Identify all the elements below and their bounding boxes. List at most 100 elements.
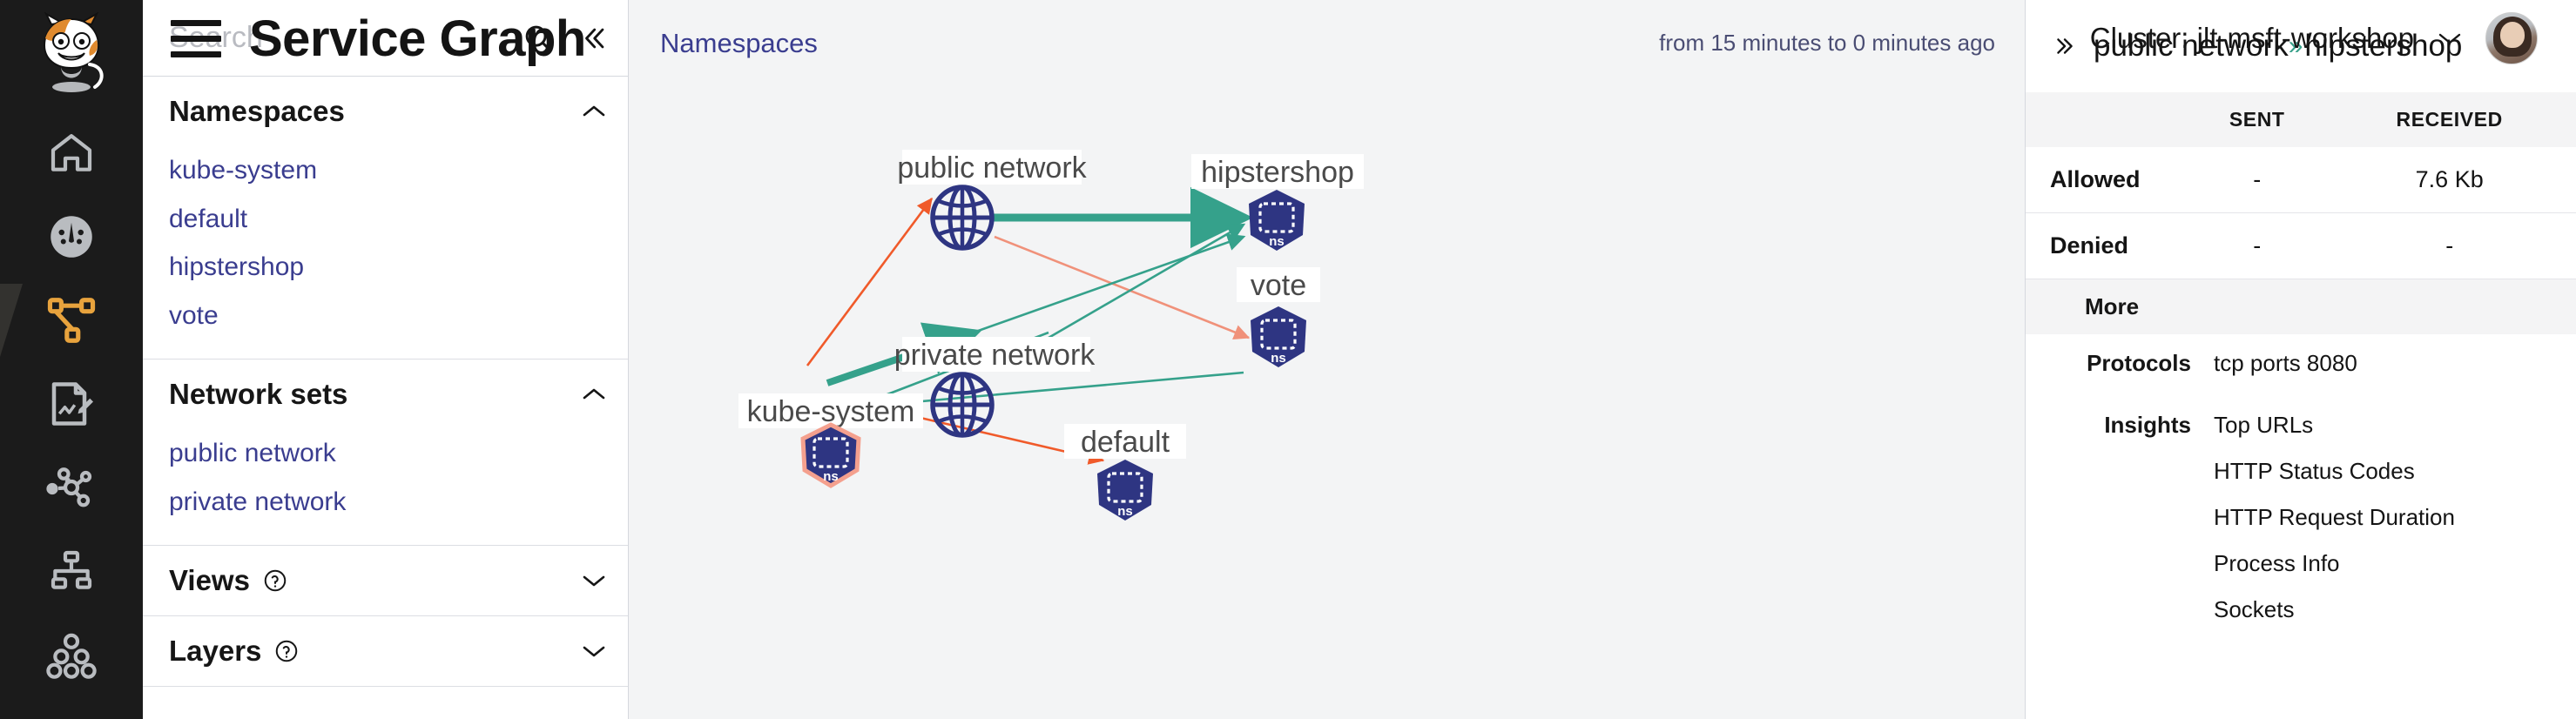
section-title: Namespaces [169, 95, 345, 127]
traffic-table: SENT RECEIVED Allowed - 7.6 Kb Denied - … [2026, 92, 2576, 279]
protocols-row: Protocols tcp ports 8080 [2026, 334, 2576, 396]
rail-item-home[interactable] [0, 111, 143, 195]
sidebar-section-layers: Layers [143, 616, 628, 687]
hierarchy-icon [45, 547, 98, 595]
table-row: Allowed - 7.6 Kb [2026, 147, 2576, 213]
globe-icon [930, 372, 995, 438]
sidebar-item-private-network[interactable]: private network [169, 487, 347, 516]
insight-process-info[interactable]: Process Info [2214, 550, 2340, 576]
row-label-denied: Denied [2026, 212, 2191, 279]
node-badge: ns [1271, 351, 1286, 366]
network-nodes-icon [45, 461, 98, 514]
edge-kube-system-public-network[interactable] [806, 197, 934, 366]
namespace-node-shape: ns [1097, 460, 1153, 521]
protocols-label: Protocols [2087, 350, 2191, 376]
node-badge: ns [823, 469, 839, 484]
sidebar-item-kube-system[interactable]: kube-system [169, 156, 318, 185]
detail-panel: public network » hipstershop SENT RECEIV… [2026, 0, 2576, 719]
rail-item-policies[interactable] [0, 362, 143, 446]
rail-item-dashboard[interactable] [0, 195, 143, 279]
namespace-node-shape: ns [1249, 190, 1305, 251]
insights-row: Insights Top URLs HTTP Status Codes HTTP… [2026, 396, 2576, 642]
search-bar [143, 0, 628, 77]
left-panel: Namespaces kube-system default hipstersh… [143, 0, 629, 719]
graph-canvas[interactable]: Namespaces from 15 minutes to 0 minutes … [629, 0, 2026, 719]
col-sent: SENT [2191, 92, 2323, 147]
table-header-row: SENT RECEIVED [2026, 92, 2576, 147]
chevron-down-icon[interactable] [581, 643, 607, 659]
graph-node-public-network[interactable]: public network [897, 150, 1088, 251]
rail-item-network-sets[interactable] [0, 446, 143, 529]
chevron-down-icon[interactable] [2437, 30, 2463, 46]
section-header-network-sets[interactable]: Network sets [143, 360, 628, 429]
policy-document-edit-icon [45, 378, 98, 430]
rail-item-service-graph[interactable] [0, 279, 143, 362]
chevron-double-right-icon[interactable] [2050, 35, 2080, 57]
row-label-allowed: Allowed [2026, 147, 2191, 213]
section-header-views[interactable]: Views [143, 546, 628, 615]
insight-http-request-duration[interactable]: HTTP Request Duration [2214, 504, 2455, 530]
hamburger-icon[interactable] [171, 20, 221, 57]
chevron-up-icon[interactable] [581, 386, 607, 402]
node-label: public network [897, 151, 1087, 185]
dashboard-gauge-icon [45, 211, 98, 263]
sidebar-item-public-network[interactable]: public network [169, 439, 336, 467]
node-label: private network [894, 339, 1096, 372]
graph-node-kube-system[interactable]: kube-system ns [738, 393, 923, 488]
sidebar-item-hipstershop[interactable]: hipstershop [169, 252, 305, 281]
avatar[interactable] [2485, 12, 2538, 64]
section-body-network-sets: public network private network [143, 429, 628, 545]
section-title: Network sets [169, 378, 348, 410]
service-graph-svg[interactable]: public network hipstershop ns [629, 0, 2026, 719]
sidebar-section-network-sets: Network sets public network private netw… [143, 360, 628, 546]
icon-rail [0, 0, 143, 719]
chevron-down-icon[interactable] [581, 573, 607, 588]
sidebar-item-default[interactable]: default [169, 204, 248, 233]
cluster-label: Cluster: jlt-msft-workshop [2089, 22, 2414, 54]
insight-http-status-codes[interactable]: HTTP Status Codes [2214, 458, 2415, 484]
detail-target[interactable]: hipstershop [2304, 29, 2463, 63]
col-blank [2026, 92, 2191, 147]
chevron-up-icon[interactable] [581, 104, 607, 119]
detail-title: public network » hipstershop [2094, 29, 2462, 64]
graph-node-hipstershop[interactable]: hipstershop ns [1191, 154, 1364, 251]
search-input[interactable] [169, 21, 491, 55]
insights-list: Top URLs HTTP Status Codes HTTP Request … [2214, 412, 2455, 642]
section-header-layers[interactable]: Layers [143, 616, 628, 686]
search-icon[interactable] [522, 22, 555, 55]
cluster-selector[interactable]: Cluster: jlt-msft-workshop [2090, 12, 2576, 64]
denied-received: - [2323, 212, 2576, 279]
edge-kube-system-hipstershop[interactable] [830, 233, 1246, 385]
insight-sockets[interactable]: Sockets [2214, 596, 2295, 622]
node-cluster-icon [45, 630, 98, 679]
top-header: Service Graph Cluster: jlt-msft-workshop [143, 0, 2576, 77]
allowed-sent: - [2191, 147, 2323, 213]
edge-private-network-hipstershop[interactable] [1037, 223, 1246, 346]
node-badge: ns [1117, 504, 1133, 519]
chevron-double-left-icon[interactable] [579, 24, 609, 53]
tigera-cat-logo[interactable] [0, 0, 143, 111]
sidebar-section-namespaces: Namespaces kube-system default hipstersh… [143, 77, 628, 360]
detail-source[interactable]: public network [2094, 29, 2289, 63]
breadcrumb[interactable]: Namespaces [660, 28, 818, 58]
denied-sent: - [2191, 212, 2323, 279]
allowed-received: 7.6 Kb [2323, 147, 2576, 213]
graph-node-default[interactable]: default ns [1064, 424, 1186, 521]
edge-public-network-vote[interactable] [994, 235, 1251, 339]
sidebar-section-views: Views [143, 546, 628, 616]
node-label: hipstershop [1201, 156, 1354, 189]
sidebar-item-vote[interactable]: vote [169, 300, 219, 330]
col-received: RECEIVED [2323, 92, 2576, 147]
rail-item-nodes[interactable] [0, 613, 143, 696]
rail-item-managed-clusters[interactable] [0, 529, 143, 613]
more-section-header[interactable]: More [2026, 279, 2576, 334]
question-circle-icon[interactable] [273, 638, 300, 664]
section-header-namespaces[interactable]: Namespaces [143, 77, 628, 146]
section-title: Layers [169, 635, 262, 667]
node-label: vote [1251, 269, 1306, 302]
question-circle-icon[interactable] [262, 568, 288, 594]
insight-top-urls[interactable]: Top URLs [2214, 412, 2314, 438]
globe-icon [930, 185, 995, 251]
graph-node-private-network[interactable]: private network [894, 337, 1096, 438]
graph-node-vote[interactable]: vote ns [1237, 267, 1320, 367]
